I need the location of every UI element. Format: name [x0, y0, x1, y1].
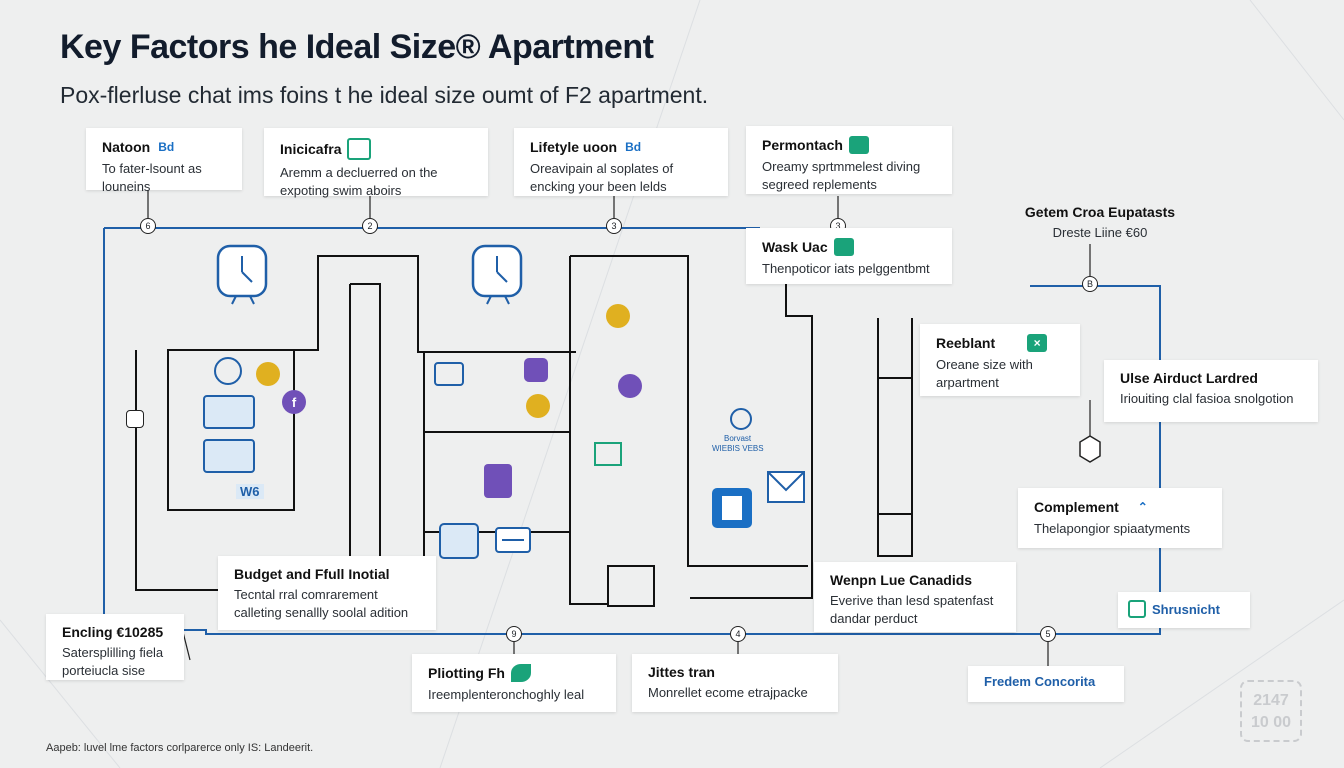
card-budget-title: Budget and Ffull Inotial	[234, 566, 390, 582]
card-getem-title: Getem Croa Eupatasts	[1024, 204, 1176, 220]
grid-icon	[833, 238, 854, 256]
card-fredem: Fredem Concorita	[968, 666, 1124, 702]
card-fredem-title: Fredem Concorita	[984, 674, 1096, 689]
stamp-text-1: 2147	[1253, 692, 1289, 709]
card-budget: Budget and Ffull Inotial Tecntal rral co…	[218, 556, 436, 630]
plan-icon-yellow-3	[606, 304, 630, 328]
card-encling-line-2: porteiucla sise	[62, 663, 146, 678]
card-lifestyle-line-2: encking your been lelds	[530, 179, 667, 194]
plan-label-w6: W6	[236, 484, 264, 499]
card-wask: Wask Uac Thenpoticor iats pelggentbmt	[746, 228, 952, 284]
card-reblant-line-1: Oreane size with	[936, 357, 1033, 372]
plan-label-small: Borvast	[724, 434, 752, 443]
card-plotting-line-1: Ireemplenteronchoghly leal	[428, 687, 585, 702]
plan-icon-wave	[214, 357, 242, 385]
card-lifestyle: Lifetyle uoon Bd Oreavipain al soplates o…	[514, 128, 728, 196]
card-permontach: Permontach Oreamy sprtmmelest diving segr…	[746, 126, 952, 194]
pin-7: 9	[506, 626, 522, 642]
stamp-watermark: 2147 10 00	[1240, 680, 1302, 742]
leaf-icon	[510, 664, 531, 682]
card-inicafra-title: Inicicafra	[280, 141, 342, 157]
pin-1: 6	[140, 218, 156, 234]
card-inicafra-line-2: expoting swim aboirs	[280, 183, 402, 198]
card-lifestyle-title: Lifetyle uoon	[530, 139, 618, 155]
card-encling-line-1: Satersplilling fiela	[62, 645, 164, 660]
card-permontach-title: Permontach	[762, 137, 843, 153]
card-shrusnicht: Shrusnicht	[1118, 592, 1250, 628]
card-wenpn: Wenpn Lue Canadids Everive than lesd spa…	[814, 562, 1016, 632]
card-getem: Getem Croa Eupatasts Dreste Liine €60	[998, 194, 1202, 246]
house-icon	[347, 138, 372, 160]
card-ulse: Ulse Airduct Lardred Iriouiting clal fas…	[1104, 360, 1318, 422]
card-naton-badge: Bd	[158, 140, 175, 154]
plan-label-small-2: WIEBIS VEBS	[712, 444, 764, 453]
grid-icon	[848, 136, 869, 154]
card-wask-line-1: Thenpoticor iats pelggentbmt	[762, 261, 930, 276]
plan-icon-purple-2	[524, 358, 548, 382]
pin-9: 5	[1040, 626, 1056, 642]
plan-icon-vacuum	[434, 362, 464, 386]
card-plotting-title: Pliotting Fh	[428, 665, 505, 681]
card-ulse-title: Ulse Airduct Lardred	[1120, 370, 1258, 386]
card-jittes-title: Jittes tran	[648, 664, 715, 680]
card-naton: Natoon Bd To fater-lsount as louneins	[86, 128, 242, 194]
card-ulse-line-1: Iriouiting clal fasioa snolgotion	[1120, 391, 1294, 406]
building-icon	[1128, 600, 1146, 618]
pin-3: 3	[606, 218, 622, 234]
plan-icon-yellow-1	[256, 362, 280, 386]
stamp-text-2: 10 00	[1250, 714, 1292, 731]
card-wask-title: Wask Uac	[762, 239, 828, 255]
card-encling-title: Encling €10285	[62, 624, 164, 640]
plan-icon-face	[730, 408, 752, 430]
card-naton-line-2: louneins	[102, 179, 151, 194]
card-jittes: Jittes tran Monrellet ecome etrajpacke	[632, 654, 838, 712]
pin-5: B	[1082, 276, 1098, 292]
card-shrusnicht-title: Shrusnicht	[1152, 601, 1220, 617]
card-complement-title: Complement	[1034, 499, 1119, 515]
card-budget-line-2: calleting senallly soolal adition	[234, 605, 409, 620]
pin-2: 2	[362, 218, 378, 234]
close-icon: ×	[1027, 334, 1048, 352]
pin-8: 4	[730, 626, 746, 642]
card-complement: Complement ⌃ Thelapongior spiaatyments	[1018, 488, 1222, 548]
plan-icon-tag	[484, 464, 512, 498]
card-jittes-line-1: Monrellet ecome etrajpacke	[648, 685, 808, 700]
card-wenpn-title: Wenpn Lue Canadids	[830, 572, 973, 588]
plan-icon-purple-3	[618, 374, 642, 398]
page-title: Key Factors he Ideal Size® Apartment	[60, 28, 654, 66]
card-naton-line-1: To fater-lsount as	[102, 161, 202, 176]
plan-icon-square	[126, 410, 144, 428]
card-reblant: Reeblant × Oreane size with arpartment	[920, 324, 1080, 396]
card-inicafra-line-1: Aremm a decluerred on the	[280, 165, 438, 180]
card-reblant-line-2: arpartment	[936, 375, 999, 390]
card-permontach-line-2: segreed replements	[762, 177, 877, 192]
card-inicafra: Inicicafra Aremm a decluerred on the expo…	[264, 128, 488, 198]
card-complement-line-1: Thelapongior spiaatyments	[1034, 521, 1191, 536]
page-subtitle: Pox-flerluse chat ims foins t he ideal s…	[60, 82, 709, 108]
arrow-up-icon: ⌃	[1137, 500, 1148, 514]
card-reblant-title: Reeblant	[936, 335, 996, 351]
plan-icon-yellow-2	[526, 394, 550, 418]
card-lifestyle-badge: Bd	[625, 140, 642, 154]
card-naton-title: Natoon	[102, 139, 151, 155]
footnote: Aapeb: luvel lme factors corlparerce onl…	[46, 742, 314, 754]
plan-icon-house	[594, 442, 622, 466]
card-encling: Encling €10285 Satersplilling fiela porte…	[46, 614, 184, 680]
card-lifestyle-line-1: Oreavipain al soplates of	[530, 161, 674, 176]
card-plotting: Pliotting Fh Ireemplenteronchoghly leal	[412, 654, 616, 712]
card-wenpn-line-1: Everive than lesd spatenfast	[830, 593, 994, 608]
card-budget-line-1: Tecntal rral comrarement	[234, 587, 378, 602]
card-getem-line-1: Dreste Liine €60	[1052, 225, 1148, 240]
card-permontach-line-1: Oreamy sprtmmelest diving	[762, 159, 921, 174]
plan-icon-purple-1: f	[282, 390, 306, 414]
card-wenpn-line-2: dandar perduct	[830, 611, 918, 626]
